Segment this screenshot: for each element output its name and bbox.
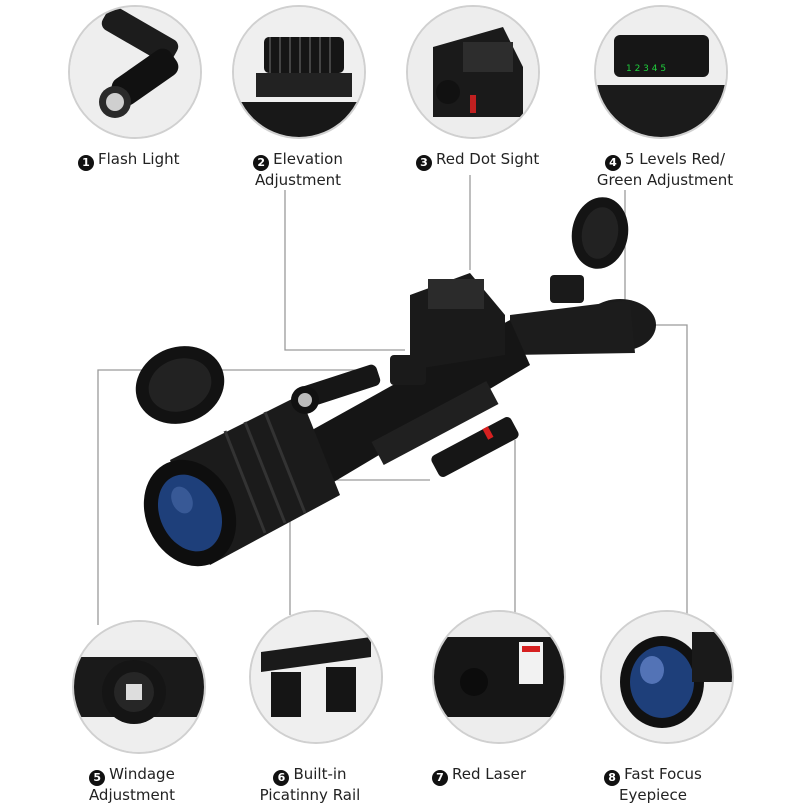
number-badge: 8	[604, 770, 621, 786]
detail-eyepiece-photo	[600, 610, 734, 744]
rifle-scope-photo	[135, 197, 656, 567]
number-badge: 3	[416, 155, 432, 171]
number-badge: 6	[273, 770, 290, 786]
detail-flashlight-photo	[68, 5, 202, 139]
number-badge: 2	[253, 155, 270, 171]
detail-red-laser-photo	[432, 610, 566, 744]
detail-picatinny-rail-photo	[249, 610, 383, 744]
detail-brightness-dial-photo: 1 2 3 4 5	[594, 5, 728, 139]
detail-elevation-turret-photo	[232, 5, 366, 139]
detail-red-dot-sight-photo	[406, 5, 540, 139]
number-badge: 7	[432, 770, 448, 786]
number-badge: 5	[89, 770, 106, 786]
detail-windage-turret-photo	[72, 620, 206, 754]
svg-text:1 2 3 4 5: 1 2 3 4 5	[626, 64, 666, 74]
number-badge: 1	[78, 155, 94, 171]
number-badge: 4	[604, 155, 621, 171]
